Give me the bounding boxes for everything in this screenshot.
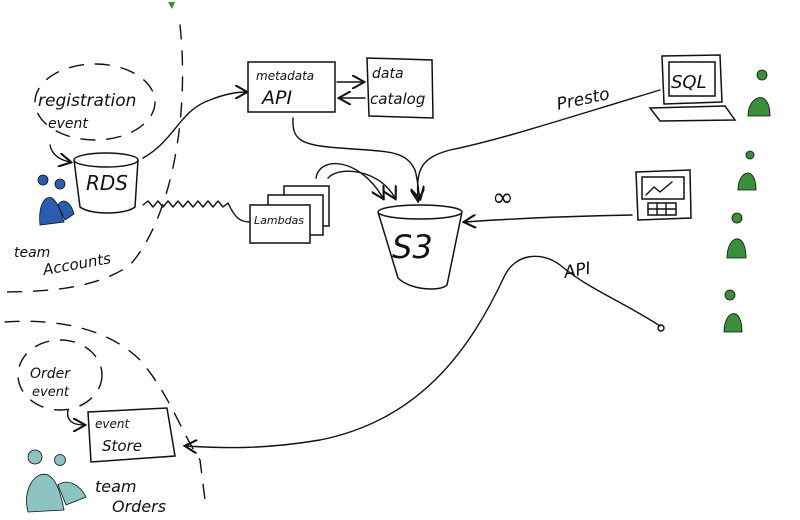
streaming-infinity-symbol: ∞ [492, 183, 514, 213]
dashboard-monitor [635, 169, 692, 221]
rds-database: RDS [73, 152, 139, 214]
team-orders-label: team [95, 477, 137, 496]
user-icon [726, 212, 747, 259]
order-event-bubble: Order event [17, 339, 103, 411]
metadata-api-label: metadata [256, 69, 314, 83]
team-accounts-label: team [14, 245, 50, 261]
registration-event-label: registration [38, 91, 136, 111]
sql-label: SQL [671, 72, 707, 93]
team-orders-label-2: Orders [112, 497, 166, 516]
team-orders-people-icon [26, 449, 87, 513]
data-catalog-label: data [372, 66, 404, 82]
lambdas-label: Lambdas [254, 214, 304, 227]
order-event-label-2: event [32, 385, 70, 400]
team-accounts-boundary [0, 24, 184, 293]
registration-event-bubble: registration event [34, 63, 156, 141]
rds-label: RDS [86, 171, 128, 195]
data-catalog-label-2: catalog [370, 90, 425, 108]
decorative-mark [168, 2, 175, 9]
team-accounts-label-2: Accounts [41, 249, 113, 279]
order-event-label: Order [30, 366, 71, 382]
team-orders-boundary [4, 320, 206, 501]
s3-label: S3 [392, 228, 433, 266]
user-icon [723, 289, 743, 333]
team-accounts-people-icon [37, 174, 75, 226]
s3-bucket: S3 [377, 204, 463, 290]
event-store-box: event Store [87, 407, 176, 463]
sql-laptop: SQL [648, 54, 737, 122]
registration-event-label-2: event [48, 116, 88, 132]
metadata-api-label-2: API [260, 87, 292, 109]
user-icon [747, 69, 771, 117]
user-icon [737, 150, 757, 191]
metadata-api-box: metadata API [247, 61, 336, 113]
lambdas-stack: Lambdas [249, 185, 330, 244]
data-catalog-box: data catalog [366, 57, 434, 119]
users-group [723, 69, 771, 333]
event-store-label-2: Store [102, 437, 142, 455]
event-store-label: event [95, 417, 130, 431]
api-label: API [561, 259, 592, 284]
presto-label: Presto [555, 84, 612, 115]
